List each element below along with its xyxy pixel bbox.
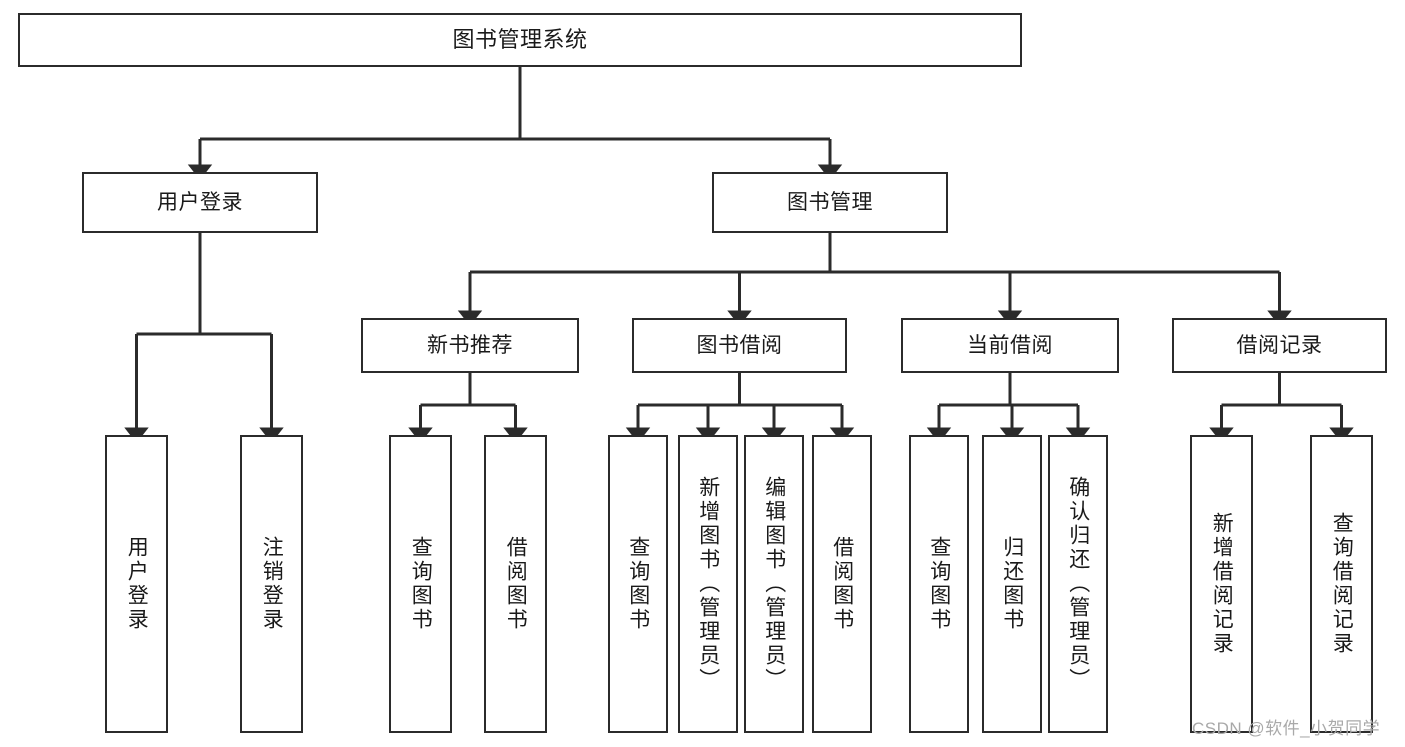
node-book-borrow[interactable]: 图书借阅 — [632, 318, 847, 373]
node-label: 借阅图书 — [830, 536, 854, 632]
node-leaf-query-book-1[interactable]: 查询图书 — [389, 435, 452, 733]
node-leaf-borrow-book-2[interactable]: 借阅图书 — [812, 435, 872, 733]
node-leaf-query-record[interactable]: 查询借阅记录 — [1310, 435, 1373, 733]
node-label: 借阅图书 — [504, 536, 528, 632]
node-leaf-return-book[interactable]: 归还图书 — [982, 435, 1042, 733]
node-leaf-logout[interactable]: 注销登录 — [240, 435, 303, 733]
node-label: 图书管理系统 — [452, 26, 588, 52]
node-label: 图书借阅 — [696, 333, 783, 357]
csdn-watermark: CSDN @软件_小贺同学 — [1192, 719, 1381, 738]
node-label: 图书管理 — [787, 190, 873, 214]
node-leaf-query-book-2[interactable]: 查询图书 — [608, 435, 668, 733]
node-label: 用户登录 — [125, 536, 149, 632]
node-leaf-edit-book[interactable]: 编辑图书（管理员） — [744, 435, 804, 733]
node-user-login[interactable]: 用户登录 — [82, 172, 318, 233]
node-book-manage[interactable]: 图书管理 — [712, 172, 948, 233]
node-leaf-user-login[interactable]: 用户登录 — [105, 435, 168, 733]
node-label: 查询图书 — [927, 536, 951, 632]
node-label: 当前借阅 — [967, 333, 1053, 357]
node-label: 注销登录 — [260, 536, 284, 632]
node-label: 编辑图书（管理员） — [762, 476, 786, 692]
node-label: 借阅记录 — [1236, 333, 1323, 357]
node-leaf-borrow-book-1[interactable]: 借阅图书 — [484, 435, 547, 733]
node-label: 查询图书 — [626, 536, 650, 632]
node-label: 新增借阅记录 — [1210, 512, 1234, 656]
node-root[interactable]: 图书管理系统 — [18, 13, 1022, 67]
node-label: 查询图书 — [409, 536, 433, 632]
node-label: 新书推荐 — [427, 333, 513, 357]
node-leaf-add-record[interactable]: 新增借阅记录 — [1190, 435, 1253, 733]
node-label: 归还图书 — [1000, 536, 1024, 632]
node-borrow-record[interactable]: 借阅记录 — [1172, 318, 1387, 373]
node-current-borrow[interactable]: 当前借阅 — [901, 318, 1119, 373]
node-leaf-query-book-3[interactable]: 查询图书 — [909, 435, 969, 733]
node-leaf-add-book[interactable]: 新增图书（管理员） — [678, 435, 738, 733]
node-label: 用户登录 — [157, 190, 243, 214]
node-label: 查询借阅记录 — [1330, 512, 1354, 656]
node-leaf-confirm-return[interactable]: 确认归还（管理员） — [1048, 435, 1108, 733]
node-label: 新增图书（管理员） — [696, 476, 720, 692]
node-new-book-rec[interactable]: 新书推荐 — [361, 318, 579, 373]
node-label: 确认归还（管理员） — [1066, 476, 1090, 692]
